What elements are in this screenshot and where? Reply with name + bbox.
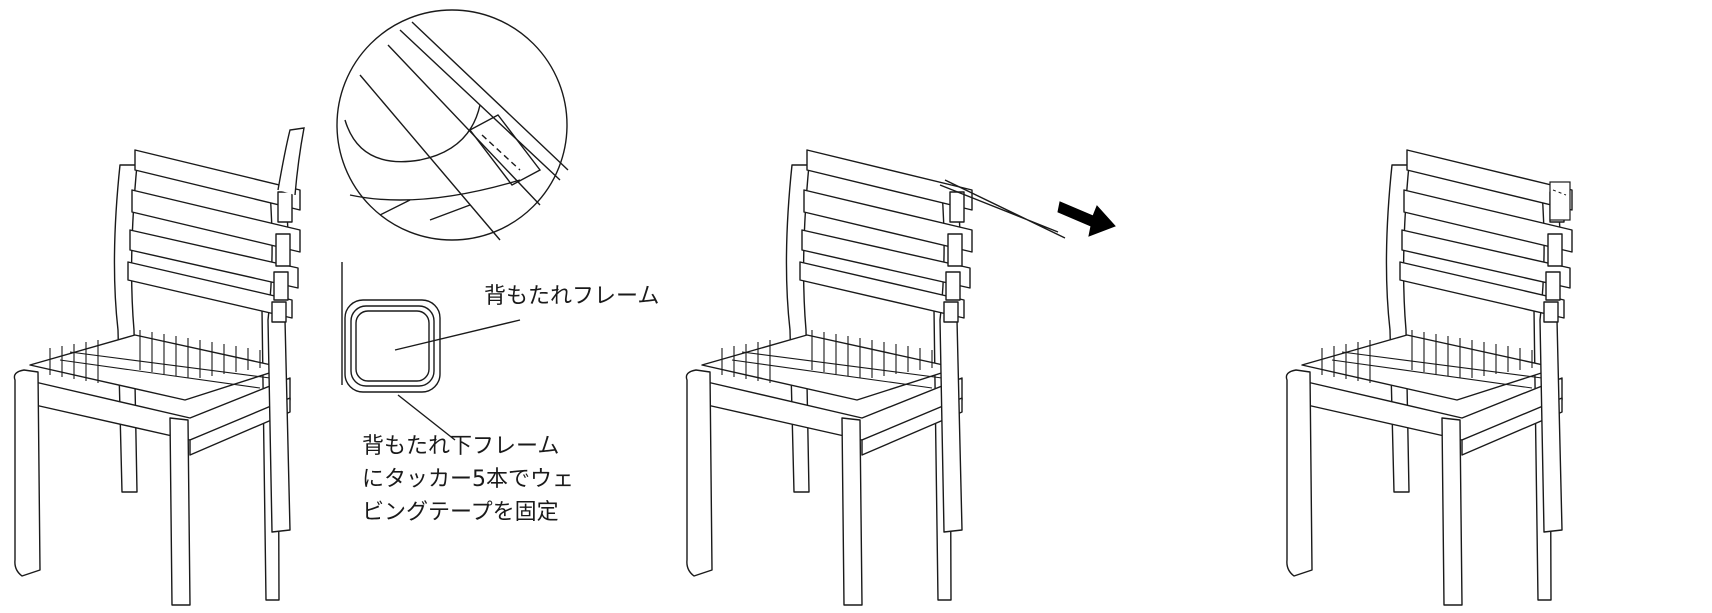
lower-frame-note-line-2: にタッカー5本でウェ xyxy=(362,467,574,492)
chair-step-3 xyxy=(1285,149,1573,606)
chair-step-2 xyxy=(685,149,1066,606)
lower-frame-note-line-1: 背もたれ下フレーム xyxy=(362,434,560,459)
backrest-frame-label: 背もたれフレーム xyxy=(484,284,660,309)
frame-cross-section xyxy=(341,262,521,441)
detail-magnifier xyxy=(336,9,569,241)
lower-frame-note: 背もたれ下フレーム にタッカー5本でウェ ビングテープを固定 xyxy=(362,430,574,529)
chair-step-1 xyxy=(13,127,305,606)
pull-arrow xyxy=(1057,201,1116,237)
lower-frame-note-line-3: ビングテープを固定 xyxy=(362,500,559,525)
